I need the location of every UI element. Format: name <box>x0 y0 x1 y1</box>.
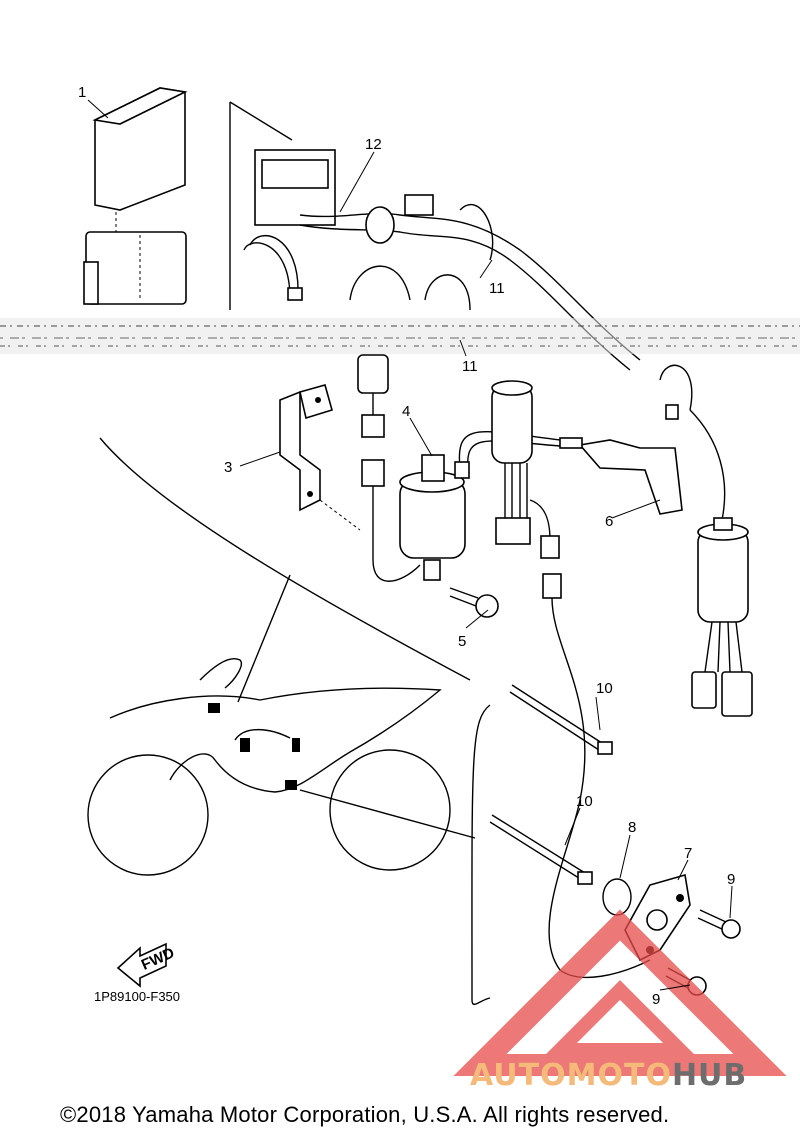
watermark-logo: AUTOMOTOHUB <box>470 1058 747 1093</box>
logo-part-1: AUTOMOTO <box>470 1058 672 1093</box>
callout-4: 4 <box>402 403 410 420</box>
cdi-unit <box>491 380 560 559</box>
watermark-triangle <box>453 909 787 1076</box>
ecu-unit <box>83 87 188 305</box>
diagram-code: 1P89100-F350 <box>94 989 181 1004</box>
callout-1: 1 <box>78 84 86 101</box>
pickup-coil-lead <box>542 573 651 978</box>
callout-10: 10 <box>576 793 593 810</box>
callout-11: 11 <box>462 358 478 375</box>
callout-3: 3 <box>224 459 232 476</box>
callout-8: 8 <box>628 819 636 836</box>
callout-7: 7 <box>684 845 692 862</box>
connector-lead <box>357 354 421 582</box>
motorcycle-outline <box>87 658 451 876</box>
callout-11: 11 <box>489 280 505 297</box>
logo-part-2: HUB <box>671 1058 748 1093</box>
callout-5: 5 <box>458 633 466 650</box>
callout-12: 12 <box>365 136 382 153</box>
copyright-notice: ©2018 Yamaha Motor Corporation, U.S.A. A… <box>60 1102 670 1127</box>
callout-9: 9 <box>727 871 735 888</box>
spark-plug-cap <box>559 437 683 515</box>
callout-10: 10 <box>596 680 613 697</box>
bracket <box>279 384 361 531</box>
ignition-coil <box>399 431 561 581</box>
callout-6: 6 <box>605 513 613 530</box>
wire-harness <box>254 149 641 371</box>
cable-tie <box>489 684 613 885</box>
fwd-arrow-icon: FWD <box>116 942 177 988</box>
callout-9: 9 <box>652 991 660 1008</box>
bolt <box>449 587 499 618</box>
o-ring <box>602 878 632 916</box>
cable-band <box>243 235 693 420</box>
side-unit <box>689 409 753 717</box>
